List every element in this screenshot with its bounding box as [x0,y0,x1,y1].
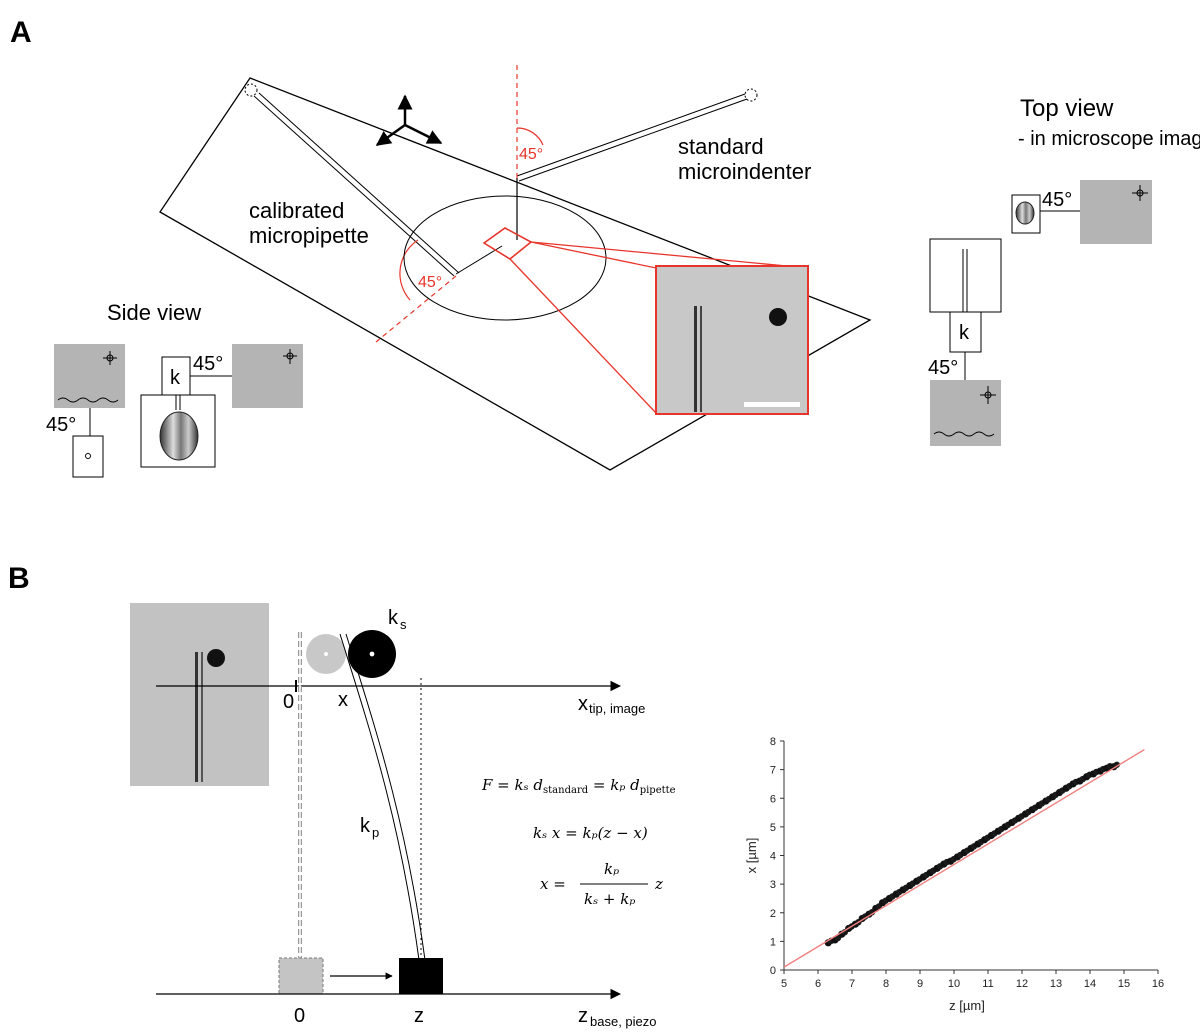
y-tick-label: 4 [770,851,776,863]
svg-text:kₚ: kₚ [604,860,619,878]
side-angle-2: 45° [193,353,223,375]
y-tick-label: 3 [770,879,776,891]
side-view: Side view 45° k 45° [46,300,303,478]
svg-text:k: k [360,815,371,837]
x-tick-label: 7 [849,978,855,990]
x-tip-axis-label: x tip, image [578,693,645,716]
side-view-title: Side view [107,300,201,325]
microscope-inset [655,265,809,415]
svg-text:z: z [654,875,663,893]
x-tick-label: 11 [982,978,993,990]
zero-mark-bottom: 0 [294,1005,305,1027]
top-view-subtitle: - in microscope image [1018,128,1200,150]
x-tick-label: 13 [1050,978,1062,990]
chart-x-label: z [µm] [949,998,985,1013]
base-reference-block [278,957,324,995]
z-mark: z [414,1005,424,1027]
x-tick-label: 12 [1016,978,1028,990]
zoom-region-box [482,227,533,260]
svg-text:s: s [400,617,407,632]
y-tick-label: 7 [770,765,776,777]
x-mark: x [338,689,348,711]
x-tick-label: 10 [948,978,960,990]
label-calibrated-line2: micropipette [249,223,369,248]
equation-force: F = kₛ dstandard = kₚ dpipette [481,776,676,796]
svg-text:kₛ + kₚ: kₛ + kₚ [584,890,635,908]
chart-y-label: x [µm] [744,838,759,874]
top-k: k [959,322,970,344]
top-view: Top view - in microscope image 45° k 45° [928,95,1200,446]
y-tick-label: 1 [770,936,776,948]
equation-balance: kₛ x = kₚ(z − x) [533,824,648,842]
top-angle-1: 45° [1042,189,1072,211]
x-tick-label: 6 [815,978,821,990]
fit-line [783,748,1145,968]
scale-bar [744,402,800,407]
standard-microindenter [516,88,758,240]
y-tick-label: 6 [770,793,776,805]
piezo-base-block [399,958,443,994]
angle-label-top: 45° [519,146,543,163]
y-tick-label: 2 [770,908,776,920]
x-tick-label: 15 [1118,978,1130,990]
panel-label-b: B [8,562,30,595]
label-standard-line2: microindenter [678,159,811,184]
diagonal-reference-line [375,275,457,343]
panel-label-a: A [10,16,32,49]
svg-text:F = kₛ dstandard = kₚ dpipette: F = kₛ dstandard = kₚ dpipette [481,776,676,796]
ks-label: k s [388,607,407,632]
y-tick-label: 0 [770,965,776,977]
x-tick-label: 14 [1084,978,1096,990]
svg-text:tip, image: tip, image [589,701,645,716]
kp-label: k p [360,815,379,840]
panel-b-microscope-image [130,603,269,786]
top-view-title: Top view [1020,95,1114,122]
axes-triad-icon [375,94,443,147]
z-base-axis-label: z base, piezo [578,1005,657,1029]
top-angle-2: 45° [928,357,958,379]
equation-solution: x = kₚ kₛ + kₚ z [540,860,663,908]
side-k: k [170,367,181,389]
bent-micropipette [339,633,426,961]
label-calibrated-line1: calibrated [249,198,344,223]
y-tick-label: 8 [770,736,776,748]
angle-arc-bottom [399,239,419,301]
x-tick-label: 8 [883,978,889,990]
zero-mark-top: 0 [283,691,294,713]
svg-text:p: p [372,825,379,840]
angle-label-bottom: 45° [418,274,442,291]
x-tick-label: 5 [781,978,787,990]
angle-arc-top [516,127,544,146]
svg-text:base, piezo: base, piezo [590,1014,657,1029]
svg-text:k: k [388,607,399,629]
y-tick-label: 5 [770,822,776,834]
svg-text:x: x [578,693,588,715]
x-tick-label: 16 [1152,978,1164,990]
calibrated-micropipette [244,83,503,277]
data-point [1113,761,1121,768]
sample-slide [159,77,872,471]
svg-text:z: z [578,1005,588,1027]
side-angle: 45° [46,414,76,436]
label-standard-line1: standard [678,134,764,159]
x-tick-label: 9 [917,978,923,990]
svg-text:x =: x = [540,875,566,893]
